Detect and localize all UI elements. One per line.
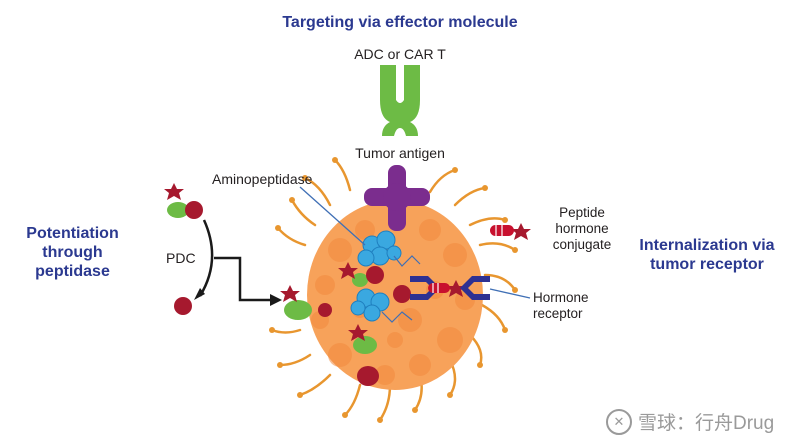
right-heading: Internalization via tumor receptor [622,236,792,274]
snowball-logo-icon: ✕ [606,408,632,435]
antibody-shape [380,65,420,136]
tumor-antigen-label: Tumor antigen [355,145,445,161]
peptide-conjugate-line-3: conjugate [552,237,612,252]
pdc-label: PDC [166,250,196,266]
hormone-receptor-line-2: receptor [533,306,583,321]
receptor-conjugate [428,283,450,293]
toxin-stars [164,183,531,341]
left-heading-line-2: through [42,244,103,261]
elbow-arrow [214,256,272,302]
right-heading-line-2: tumor receptor [650,256,764,273]
adc-label: ADC or CAR T [354,46,446,62]
peptide-fragments [284,273,377,354]
left-heading-line-1: Potentiation [26,225,119,242]
hormone-receptor-shape [410,276,490,300]
aminopeptidase-leader [299,186,366,246]
left-heading: Potentiation through peptidase [10,224,135,281]
pdc-molecule [167,201,203,219]
aminopeptidase-cluster [350,230,402,322]
peptide-conjugate-line-1: Peptide [559,205,605,220]
peptide-conjugate-label: Peptide hormone conjugate [537,205,627,253]
hormone-receptor-line-1: Hormone [533,290,589,305]
watermark: ✕ 雪球：行舟Drug [606,408,774,435]
curved-arrow [198,219,214,297]
peptide-conjugate-shape [490,225,514,236]
watermark-text: 雪球：行舟Drug [638,413,775,434]
right-heading-line-1: Internalization via [639,237,775,254]
payload-balls [318,266,411,386]
receptor-leader [489,288,531,299]
peptide-conjugate-line-2: hormone [555,221,609,236]
tumor-antigen-shape [364,165,430,231]
aminopeptidase-label: Aminopeptidase [212,171,313,187]
left-heading-line-3: peptidase [35,263,110,280]
cleaved-payload [174,297,192,315]
hormone-receptor-label: Hormone receptor [533,290,589,322]
top-heading: Targeting via effector molecule [282,14,518,31]
